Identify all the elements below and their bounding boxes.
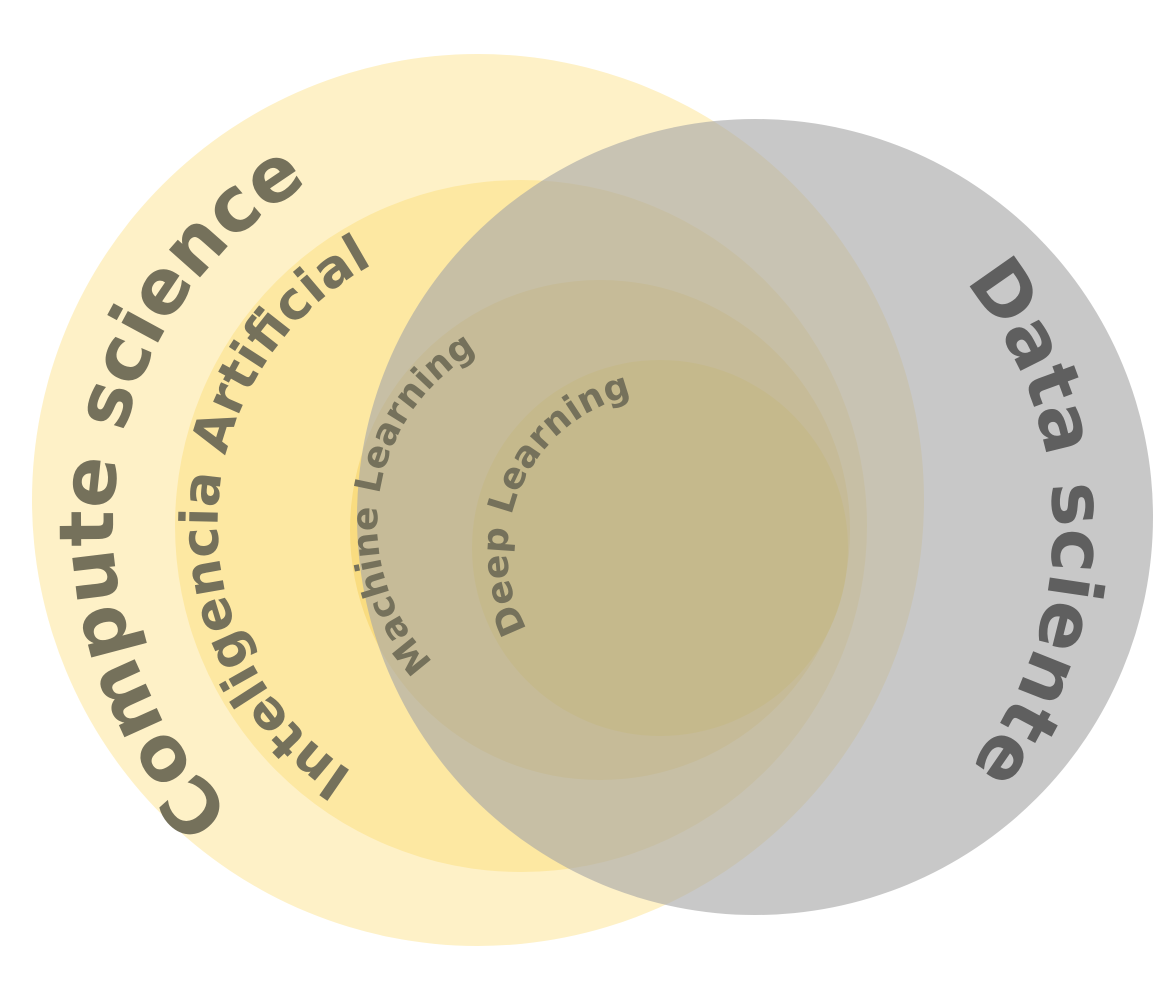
data-science-circle: [357, 119, 1153, 915]
